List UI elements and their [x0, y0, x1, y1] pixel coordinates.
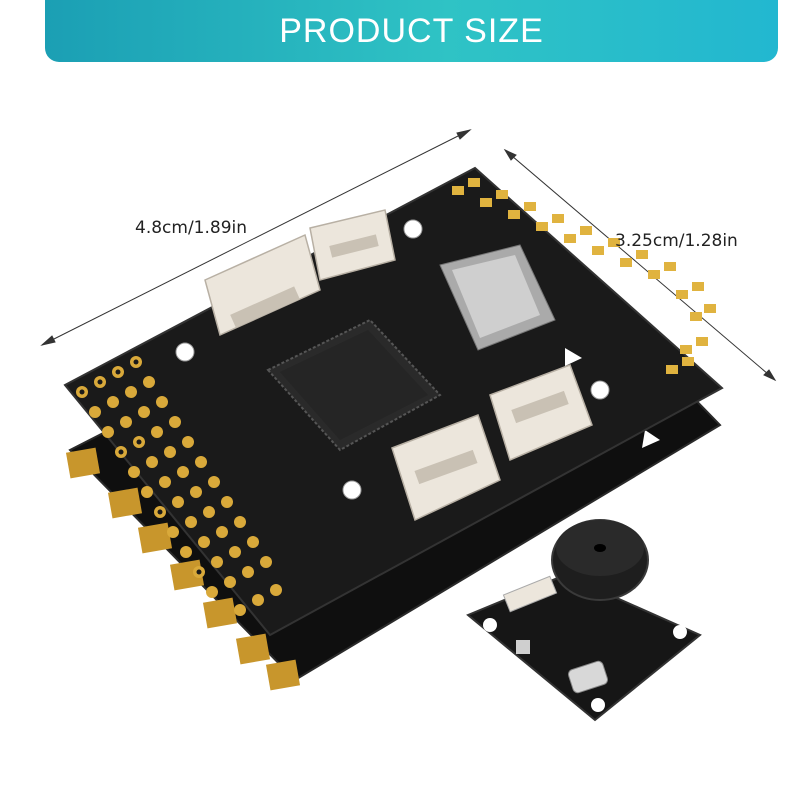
solder-pads-right — [452, 178, 716, 374]
flight-controller-board — [63, 166, 724, 637]
sd-card-slot — [439, 244, 556, 351]
buzzer-module — [466, 519, 702, 722]
solder-pads-left — [76, 356, 282, 616]
page-title: PRODUCT SIZE — [279, 11, 544, 50]
dimension-line-width — [503, 148, 777, 382]
header-banner: PRODUCT SIZE — [45, 0, 778, 62]
mcu-chip — [266, 318, 442, 452]
length-dimension-label: 4.8cm/1.89in — [135, 218, 248, 238]
width-dimension-label: 3.25cm/1.28in — [615, 231, 738, 251]
dimension-line-length — [40, 129, 472, 346]
